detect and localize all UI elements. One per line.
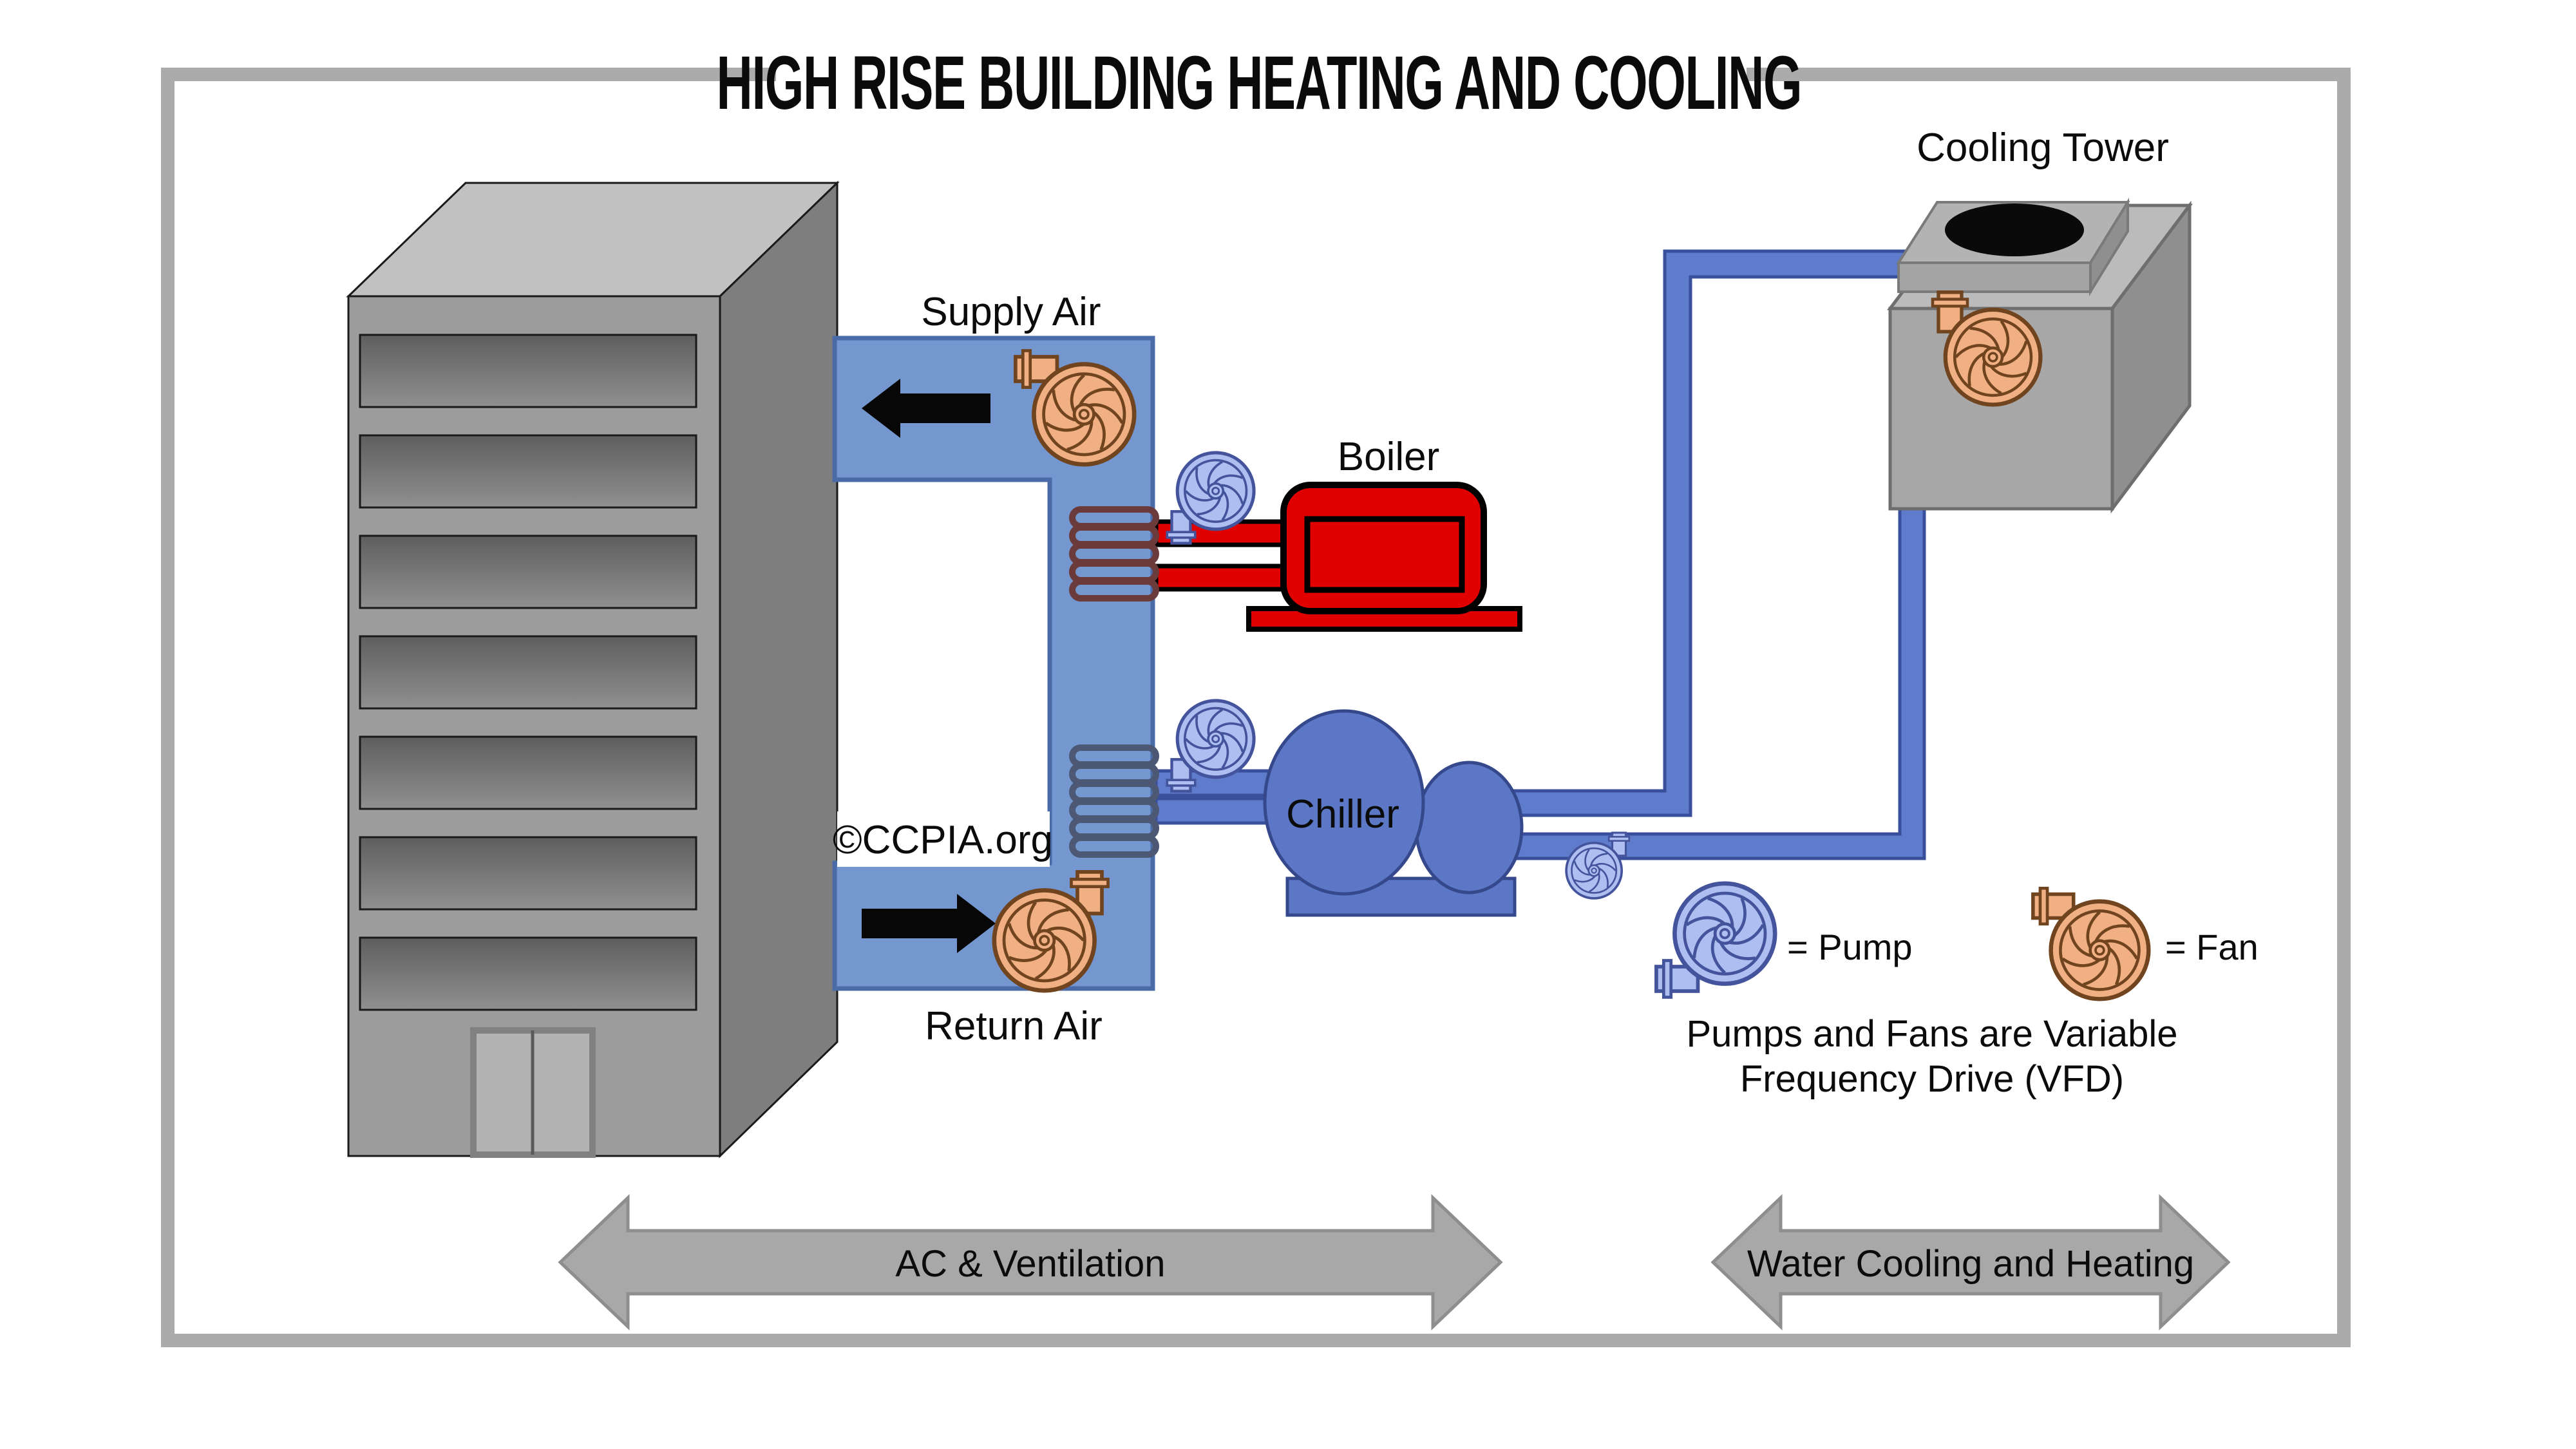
legend-pump-icon (1656, 883, 1776, 998)
boiler-label: Boiler (1338, 435, 1440, 479)
svg-text:Pumps and Fans are Variable: Pumps and Fans are Variable (1686, 1013, 2177, 1055)
return-air-label: Return Air (925, 1004, 1103, 1048)
ac-ventilation-label: AC & Ventilation (895, 1243, 1165, 1285)
building-window (359, 535, 697, 609)
building-window (359, 635, 697, 710)
svg-text:Frequency Drive (VFD): Frequency Drive (VFD) (1740, 1058, 2124, 1100)
tower-platform-front (1897, 261, 2092, 293)
legend-pump-label: = Pump (1787, 927, 1913, 967)
building-window (359, 434, 697, 509)
ac-ventilation-arrow (558, 1194, 1503, 1331)
building-door (470, 1027, 596, 1158)
tower-platform-side (2089, 197, 2129, 297)
legend-fan-icon (2032, 888, 2149, 999)
water-loop-arrow (1710, 1194, 2231, 1331)
building-window (359, 936, 697, 1011)
building-side-face (719, 180, 838, 1159)
building-windows (359, 334, 697, 1011)
building-window (359, 334, 697, 408)
boiler (1246, 482, 1522, 632)
copyright-watermark: ©CCPIA.org (833, 811, 1053, 867)
heating-coil (1069, 506, 1159, 601)
chiller-label: Chiller (1286, 792, 1399, 837)
supply-air-arrow (862, 379, 990, 438)
building-window (359, 836, 697, 911)
page-title: HIGH RISE BUILDING HEATING AND COOLING (717, 41, 1802, 126)
vfd-note: Pumps and Fans are Variable Frequency Dr… (1686, 1013, 2177, 1100)
chiller (1263, 709, 1524, 917)
svg-text:©CCPIA.org: ©CCPIA.org (833, 818, 1053, 862)
tower-opening (1945, 204, 2084, 256)
supply-air-label: Supply Air (921, 290, 1101, 334)
legend-fan-label: = Fan (2165, 927, 2259, 967)
cooling-coil (1069, 744, 1159, 858)
cooling-tower-label: Cooling Tower (1917, 126, 2169, 170)
water-loop-label: Water Cooling and Heating (1747, 1243, 2194, 1285)
building (346, 180, 840, 1159)
return-air-arrow (862, 894, 996, 953)
building-front-face (347, 295, 721, 1157)
frame-border (161, 68, 2351, 1347)
building-window (359, 735, 697, 810)
